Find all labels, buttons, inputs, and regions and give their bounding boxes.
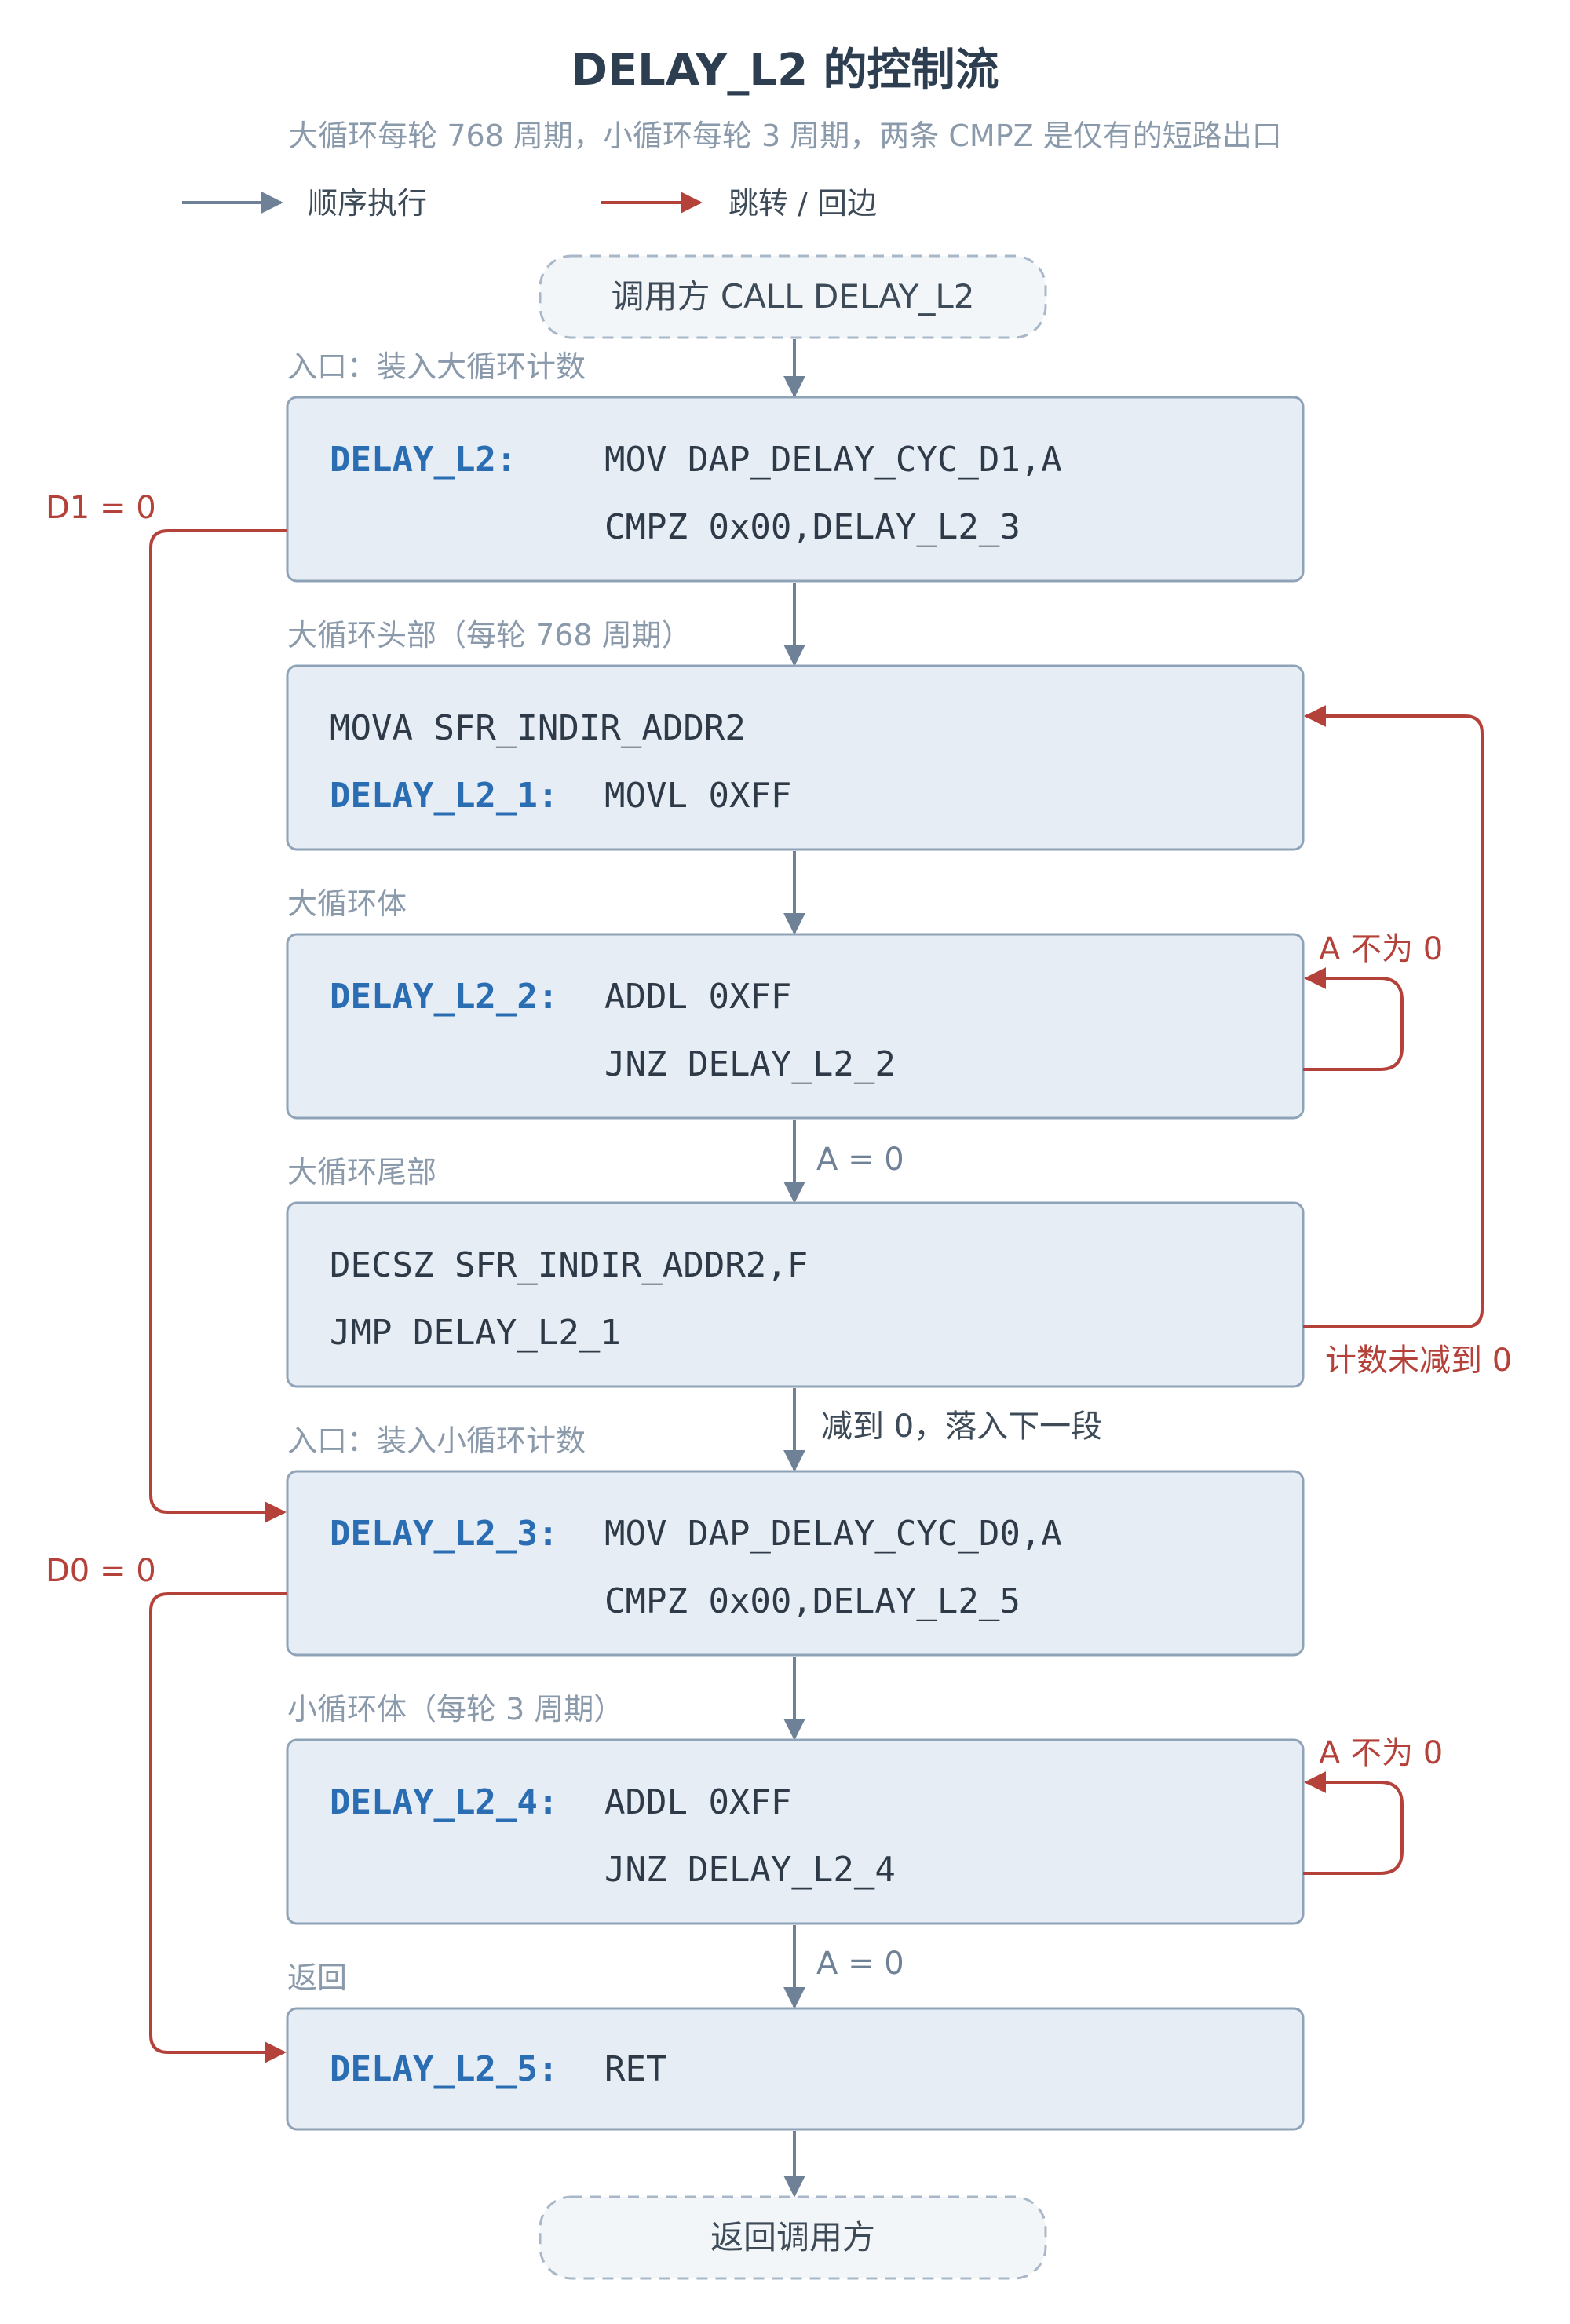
start-terminal: 调用方 CALL DELAY_L2	[539, 254, 1047, 339]
code-line: ADDL 0XFF	[604, 1782, 791, 1822]
code-block-big-loop-head: MOVA SFR_INDIR_ADDR2 DELAY_L2_1: MOVL 0X…	[286, 664, 1305, 851]
edge-count-not-zero-back-to-loop-head	[1303, 705, 1484, 1328]
code-line: CMPZ 0x00,DELAY_L2_3	[604, 507, 1020, 547]
end-terminal-label: 返回调用方	[710, 2218, 875, 2256]
edge-label-a-nonzero-small: A 不为 0	[1319, 1735, 1443, 1771]
code-line: MOV DAP_DELAY_CYC_D0,A	[604, 1514, 1062, 1554]
block-captions: 入口：装入大循环计数 大循环头部（每轮 768 周期） 大循环体 大循环尾部 入…	[287, 349, 692, 1995]
code-line: ADDL 0XFF	[604, 977, 791, 1017]
edge-label-d0-zero: D0 = 0	[46, 1553, 156, 1589]
code-label: DELAY_L2_3:	[330, 1514, 558, 1554]
edge-label-count-not-zero: 计数未减到 0	[1325, 1343, 1512, 1379]
legend-sequential-label: 顺序执行	[308, 186, 427, 221]
end-terminal: 返回调用方	[539, 2195, 1047, 2280]
legend-jump-label: 跳转 / 回边	[728, 186, 877, 221]
code-block-entry-small: DELAY_L2_3: MOV DAP_DELAY_CYC_D0,A CMPZ …	[286, 1470, 1305, 1657]
code-line: DECSZ SFR_INDIR_ADDR2,F	[330, 1245, 808, 1285]
code-block-return: DELAY_L2_5: RET	[286, 2007, 1305, 2131]
block-caption: 返回	[287, 1960, 347, 1995]
code-line: MOVL 0XFF	[604, 776, 791, 816]
block-caption: 大循环尾部	[287, 1155, 436, 1189]
edge-label-a-zero-small: A = 0	[816, 1946, 904, 1982]
code-label: DELAY_L2:	[330, 440, 517, 480]
code-block-big-loop-tail: DECSZ SFR_INDIR_ADDR2,F JMP DELAY_L2_1	[286, 1201, 1305, 1388]
page-subtitle: 大循环每轮 768 周期，小循环每轮 3 周期，两条 CMPZ 是仅有的短路出口	[288, 119, 1281, 153]
edge-big-loop-self	[1303, 967, 1404, 1071]
code-label: DELAY_L2_1:	[330, 776, 558, 816]
code-label: DELAY_L2_4:	[330, 1782, 558, 1822]
edge-d1-zero-to-small-entry	[149, 529, 287, 1523]
code-block-big-loop-body: DELAY_L2_2: ADDL 0XFF JNZ DELAY_L2_2	[286, 933, 1305, 1120]
edge-label-a-zero-big: A = 0	[816, 1142, 904, 1178]
page-title: DELAY_L2 的控制流	[571, 45, 999, 96]
edge-label-count-zero: 减到 0，落入下一段	[821, 1409, 1102, 1445]
code-line: CMPZ 0x00,DELAY_L2_5	[604, 1581, 1020, 1621]
start-terminal-label: 调用方 CALL DELAY_L2	[611, 277, 974, 316]
block-caption: 入口：装入大循环计数	[287, 349, 586, 384]
block-caption: 入口：装入小循环计数	[287, 1423, 586, 1458]
code-line: JNZ DELAY_L2_4	[604, 1850, 896, 1890]
jump-edges	[149, 529, 1484, 2063]
code-line: JNZ DELAY_L2_2	[604, 1044, 896, 1084]
edge-label-a-nonzero-big: A 不为 0	[1319, 931, 1443, 967]
block-caption: 小循环体（每轮 3 周期）	[287, 1692, 623, 1727]
edge-label-d1-zero: D1 = 0	[46, 490, 156, 526]
code-line: MOV DAP_DELAY_CYC_D1,A	[604, 440, 1062, 480]
legend: 顺序执行 跳转 / 回边	[182, 186, 877, 221]
edge-small-loop-self	[1303, 1771, 1404, 1875]
code-line: JMP DELAY_L2_1	[330, 1313, 621, 1353]
block-caption: 大循环体	[287, 886, 407, 921]
code-block-small-loop-body: DELAY_L2_4: ADDL 0XFF JNZ DELAY_L2_4	[286, 1738, 1305, 1925]
code-label: DELAY_L2_5:	[330, 2049, 558, 2089]
code-block-entry-big: DELAY_L2: MOV DAP_DELAY_CYC_D1,A CMPZ 0x…	[286, 396, 1305, 583]
edge-d0-zero-to-return	[149, 1592, 287, 2063]
edge-labels: D1 = 0 D0 = 0 A 不为 0 A 不为 0 计数未减到 0 A = …	[46, 490, 1512, 1982]
code-label: DELAY_L2_2:	[330, 977, 558, 1017]
code-line: MOVA SFR_INDIR_ADDR2	[330, 708, 746, 748]
code-line: RET	[604, 2049, 666, 2089]
block-caption: 大循环头部（每轮 768 周期）	[287, 618, 692, 652]
